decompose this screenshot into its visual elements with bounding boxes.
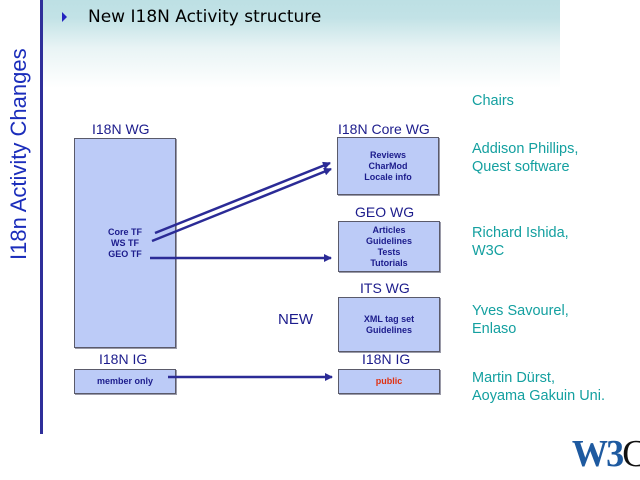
- its-item-guidelines: Guidelines: [365, 324, 412, 335]
- chair-yves: Yves Savourel, Enlaso: [472, 302, 569, 338]
- its-wg-box: XML tag set Guidelines: [338, 297, 440, 352]
- core-item-charmod: CharMod: [368, 160, 408, 171]
- w3c-logo-w3: W3: [571, 433, 624, 475]
- arrow-core-tf-to-core-wg: [154, 161, 331, 235]
- core-item-locale-info: Locale info: [364, 171, 412, 182]
- chair-addison: Addison Phillips, Quest software: [472, 140, 578, 176]
- i18n-ig-right-label: I18N IG: [362, 351, 411, 367]
- wg-item-core-tf: Core TF: [107, 226, 142, 237]
- chair-martin: Martin Dürst, Aoyama Gakuin Uni.: [472, 369, 605, 405]
- geo-item-guidelines: Guidelines: [365, 235, 412, 246]
- geo-wg-label: GEO WG: [355, 204, 415, 220]
- chair-org: Quest software: [472, 159, 570, 175]
- chair-name: Addison Phillips,: [472, 141, 579, 157]
- w3c-logo-c: C: [622, 433, 640, 475]
- arrow-ws-tf-to-core-wg: [151, 167, 332, 243]
- chair-name: Yves Savourel,: [472, 303, 569, 319]
- i18n-core-wg-label: I18N Core WG: [338, 121, 430, 137]
- its-item-xml-tag-set: XML tag set: [363, 313, 415, 324]
- geo-item-tests: Tests: [377, 246, 401, 257]
- public-text: public: [375, 376, 403, 386]
- chair-name: Richard Ishida,: [472, 225, 569, 241]
- core-item-reviews: Reviews: [369, 149, 407, 160]
- geo-wg-box: Articles Guidelines Tests Tutorials: [338, 221, 440, 272]
- i18n-ig-public-box: public: [338, 369, 440, 394]
- triangle-bullet-icon: [62, 12, 67, 22]
- member-only-text: member only: [96, 376, 154, 386]
- its-wg-label: ITS WG: [360, 280, 410, 296]
- chair-org: W3C: [472, 243, 505, 259]
- i18n-ig-left-label: I18N IG: [99, 351, 148, 367]
- new-label: NEW: [278, 311, 313, 328]
- i18n-wg-label: I18N WG: [92, 121, 150, 137]
- wg-item-ws-tf: WS TF: [111, 237, 139, 248]
- geo-item-articles: Articles: [372, 224, 406, 235]
- i18n-ig-member-box: member only: [74, 369, 176, 394]
- chair-org: Enlaso: [472, 321, 517, 337]
- i18n-wg-box: Core TF WS TF GEO TF: [74, 138, 176, 348]
- chair-org: Aoyama Gakuin Uni.: [472, 388, 605, 404]
- wg-item-geo-tf: GEO TF: [108, 248, 142, 259]
- header-gradient: [42, 0, 560, 88]
- geo-item-tutorials: Tutorials: [370, 257, 408, 268]
- i18n-core-wg-box: Reviews CharMod Locale info: [337, 137, 439, 195]
- chair-name: Martin Dürst,: [472, 370, 555, 386]
- slide-title: New I18N Activity structure: [88, 7, 322, 27]
- chair-richard: Richard Ishida, W3C: [472, 224, 569, 260]
- w3c-logo: W3C: [572, 432, 640, 476]
- side-rule: [40, 0, 43, 434]
- chairs-heading: Chairs: [472, 93, 514, 109]
